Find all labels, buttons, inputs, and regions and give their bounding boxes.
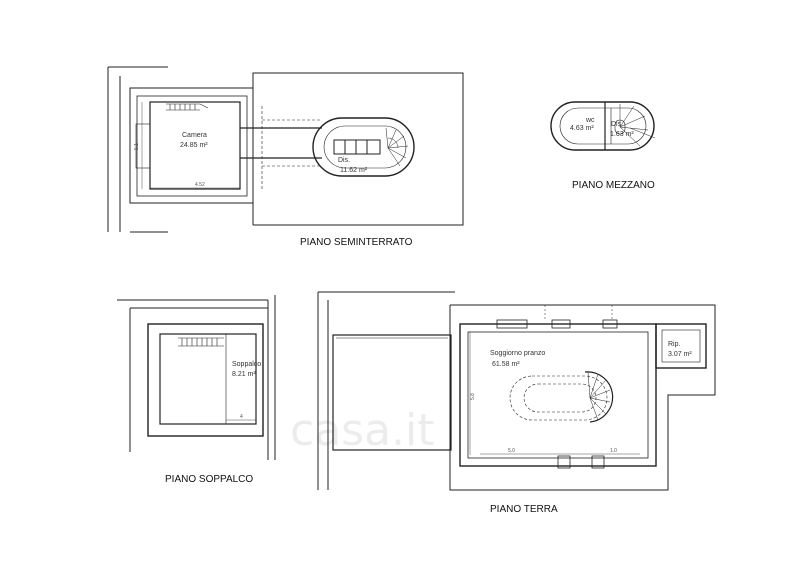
room-area-dis-mezzano: 1.63 m² bbox=[610, 131, 634, 138]
room-name-soppalco: Soppalco bbox=[232, 361, 261, 368]
dim-label: 5.8 bbox=[470, 393, 476, 400]
room-name-camera: Camera bbox=[182, 132, 207, 139]
title-terra: PIANO TERRA bbox=[490, 504, 558, 515]
plan-mezzano bbox=[550, 101, 656, 151]
room-area-soggiorno: 61.58 m² bbox=[492, 361, 520, 368]
room-name-wc: wc bbox=[585, 117, 595, 124]
room-name-soggiorno: Soggiorno pranzo bbox=[490, 350, 545, 357]
room-name-dis-mezzano: Dis. bbox=[611, 121, 623, 128]
room-area-rip: 3.07 m² bbox=[668, 351, 692, 358]
dim-label: 5.0 bbox=[508, 448, 515, 454]
title-mezzano: PIANO MEZZANO bbox=[572, 180, 655, 191]
title-soppalco: PIANO SOPPALCO bbox=[165, 474, 253, 485]
room-area-dis: 11.62 m² bbox=[340, 167, 368, 174]
plan-seminterrato bbox=[107, 66, 464, 233]
watermark: casa.it bbox=[290, 405, 435, 456]
dim-label: 4.52 bbox=[195, 182, 205, 188]
plan-terra bbox=[317, 291, 716, 491]
dim-label: 4 bbox=[240, 414, 243, 420]
room-area-camera: 24.85 m² bbox=[180, 142, 208, 149]
room-name-rip: Rip. bbox=[668, 341, 681, 348]
room-name-dis: Dis. bbox=[338, 157, 350, 164]
plan-soppalco bbox=[117, 295, 276, 460]
title-seminterrato: PIANO SEMINTERRATO bbox=[300, 237, 413, 248]
dim-label: 5.1 bbox=[134, 143, 140, 150]
dim-label: 1.0 bbox=[610, 448, 617, 454]
room-area-wc: 4.63 m² bbox=[570, 125, 594, 132]
room-area-soppalco: 8.21 m² bbox=[232, 371, 256, 378]
